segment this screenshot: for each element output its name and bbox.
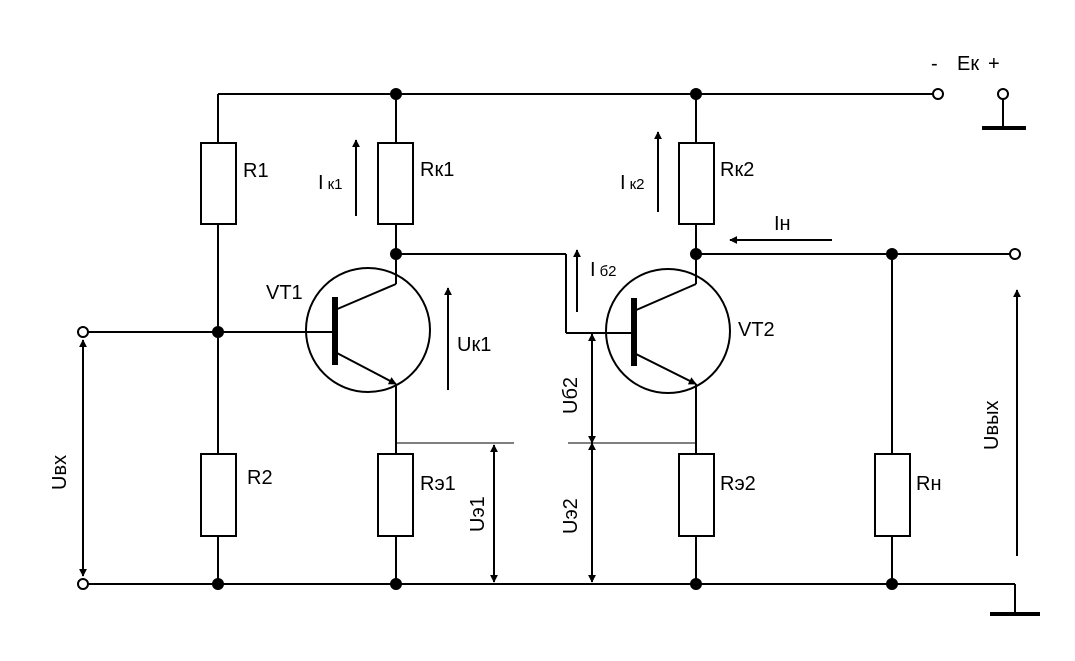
transistor-vt1 xyxy=(305,267,431,393)
resistor-r2 xyxy=(200,453,237,537)
label-ue2: Uэ2 xyxy=(560,498,582,534)
label-ub2: Uб2 xyxy=(560,377,582,414)
label-uin: Uвх xyxy=(49,455,71,490)
resistor-bodies xyxy=(200,142,911,537)
transistor-vt2 xyxy=(605,268,731,394)
supply-name-label: Ек xyxy=(957,53,979,75)
terminal-supply-plus xyxy=(997,88,1009,100)
label-uk1: Uк1 xyxy=(457,334,491,356)
resistor-rk2 xyxy=(678,142,715,225)
label-rk2: Rк2 xyxy=(720,159,754,181)
resistor-rk1 xyxy=(377,142,414,225)
junction-dots xyxy=(212,88,898,590)
terminals xyxy=(77,88,1021,590)
ground-symbols xyxy=(982,126,1040,616)
label-re1: Rэ1 xyxy=(420,473,456,495)
resistor-re2 xyxy=(678,453,715,537)
label-r1: R1 xyxy=(243,160,269,182)
label-in: Iн xyxy=(774,213,791,235)
label-vt1: VT1 xyxy=(266,282,303,304)
label-vt2: VT2 xyxy=(738,319,775,341)
supply-plus-label: + xyxy=(988,53,1000,75)
label-rk1: Rк1 xyxy=(420,159,454,181)
label-re2: Rэ2 xyxy=(720,473,756,495)
arrows xyxy=(79,131,1021,583)
supply-minus-label: - xyxy=(931,53,938,75)
terminal-supply-minus xyxy=(932,88,944,100)
terminal-input-bottom xyxy=(77,578,89,590)
label-uout: Uвых xyxy=(981,401,1003,450)
label-rn: Rн xyxy=(916,473,942,495)
resistor-rn xyxy=(874,453,911,537)
terminal-input-top xyxy=(77,326,89,338)
resistor-re1 xyxy=(377,453,414,537)
resistor-r1 xyxy=(200,142,237,225)
wires xyxy=(88,93,1016,614)
label-r2: R2 xyxy=(247,467,273,489)
terminal-output xyxy=(1009,248,1021,260)
label-ue1: Uэ1 xyxy=(467,496,489,532)
